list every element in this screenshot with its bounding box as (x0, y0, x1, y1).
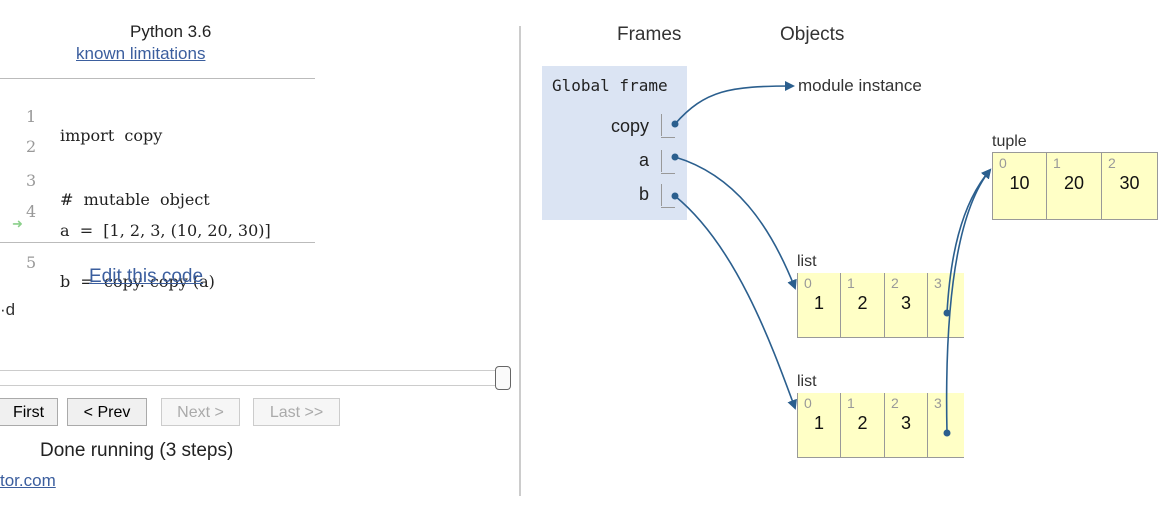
list-a-object: 0 1 1 2 2 3 3 (797, 273, 964, 338)
var-a: a (638, 150, 649, 170)
code-text: a = [1, 2, 3, (10, 20, 30)] (60, 221, 271, 240)
line-number: 4 (26, 202, 37, 221)
line-number: 2 (26, 137, 37, 156)
code-top-divider (0, 78, 315, 79)
list-cell: 1 2 (841, 393, 885, 457)
cell-value: 3 (900, 293, 911, 313)
line-number: 3 (26, 171, 37, 190)
list-cell: 1 2 (841, 273, 885, 337)
pointer-dot (671, 153, 679, 161)
next-button[interactable]: Next > (161, 398, 240, 426)
tuple-cell: 2 30 (1102, 153, 1157, 219)
arrow-list-b-to-tuple (945, 168, 992, 434)
cell-index: 0 (804, 275, 812, 291)
list-cell: 0 1 (798, 393, 841, 457)
cell-index: 2 (891, 395, 899, 411)
module-instance-label: module instance (798, 76, 922, 95)
tuple-cell: 1 20 (1047, 153, 1102, 219)
list-cell: 2 3 (885, 273, 928, 337)
tuple-object: 0 10 1 20 2 30 (992, 152, 1158, 220)
slot-edge (661, 173, 675, 174)
code-line-2: 2 (0, 118, 320, 156)
pointer-dot (943, 309, 951, 317)
status-text: Done running (3 steps) (40, 440, 234, 461)
slot-edge (661, 150, 662, 172)
cell-value: 1 (813, 413, 824, 433)
tuple-label: tuple (992, 133, 1027, 150)
cell-value: 10 (1009, 173, 1030, 193)
cell-value: 20 (1063, 173, 1085, 193)
code-text: b = copy. copy (a) (60, 272, 215, 291)
last-button[interactable]: Last >> (253, 398, 340, 426)
panel-divider (519, 26, 521, 496)
code-line-3: 3 # mutable object (0, 152, 320, 209)
footer-link[interactable]: tor.com (0, 471, 56, 490)
list-b-object: 0 1 1 2 2 3 3 (797, 393, 964, 458)
list-cell: 2 3 (885, 393, 928, 457)
var-copy: copy (610, 116, 649, 136)
current-line-arrow-icon: ➜ (12, 217, 23, 232)
frames-header: Frames (617, 24, 682, 45)
list-cell: 0 1 (798, 273, 841, 337)
list-a-label: list (797, 253, 817, 270)
cell-index: 1 (847, 395, 855, 411)
known-limitations-link[interactable]: known limitations (76, 44, 206, 63)
cell-index: 0 (999, 155, 1007, 171)
global-frame-label: Global frame (552, 76, 668, 95)
prev-button[interactable]: < Prev (67, 398, 147, 426)
var-b: b (638, 184, 649, 204)
cell-value: 30 (1119, 173, 1140, 193)
pointer-dot (671, 120, 679, 128)
line-number: 1 (26, 107, 37, 126)
code-line-4: 4 a = [1, 2, 3, (10, 20, 30)] (0, 183, 320, 240)
code-text: # mutable object (60, 190, 210, 209)
arrow-b-to-list (674, 195, 797, 410)
slot-edge (661, 114, 662, 136)
objects-header: Objects (780, 24, 845, 45)
cell-value: 2 (857, 293, 868, 313)
cell-index: 3 (934, 395, 942, 411)
cell-value: 1 (813, 293, 824, 313)
code-line-5-current: ➜ 5 b = copy. copy (a) (0, 215, 320, 291)
tuple-cell: 0 10 (993, 153, 1047, 219)
arrow-a-to-list (674, 156, 797, 290)
pointer-dot (943, 429, 951, 437)
cell-index: 2 (1108, 155, 1116, 171)
slot-edge (661, 137, 675, 138)
slot-edge (661, 207, 675, 208)
slot-edge (661, 184, 662, 206)
list-cell-pointer: 3 (928, 273, 964, 337)
python-version-label: Python 3.6 (130, 22, 212, 41)
truncated-text: ·d (0, 300, 16, 319)
arrow-list-a-to-tuple (946, 168, 992, 314)
cell-index: 3 (934, 275, 942, 291)
code-bottom-divider (0, 242, 315, 243)
code-line-1: 1 import copy (0, 88, 320, 145)
arrow-copy-to-module (674, 81, 795, 125)
global-frame-box (542, 66, 687, 220)
cell-index: 1 (1053, 155, 1061, 171)
first-button[interactable]: First (0, 398, 58, 426)
cell-value: 3 (900, 413, 911, 433)
cell-value: 2 (857, 413, 868, 433)
edit-code-link[interactable]: Edit this code (89, 266, 204, 287)
cell-index: 2 (891, 275, 899, 291)
list-b-label: list (797, 373, 817, 390)
code-text: import copy (60, 126, 163, 145)
step-slider-track[interactable] (0, 370, 505, 386)
pointer-dot (671, 192, 679, 200)
cell-index: 1 (847, 275, 855, 291)
line-number: 5 (26, 253, 37, 272)
cell-index: 0 (804, 395, 812, 411)
step-slider-handle[interactable] (495, 366, 511, 390)
